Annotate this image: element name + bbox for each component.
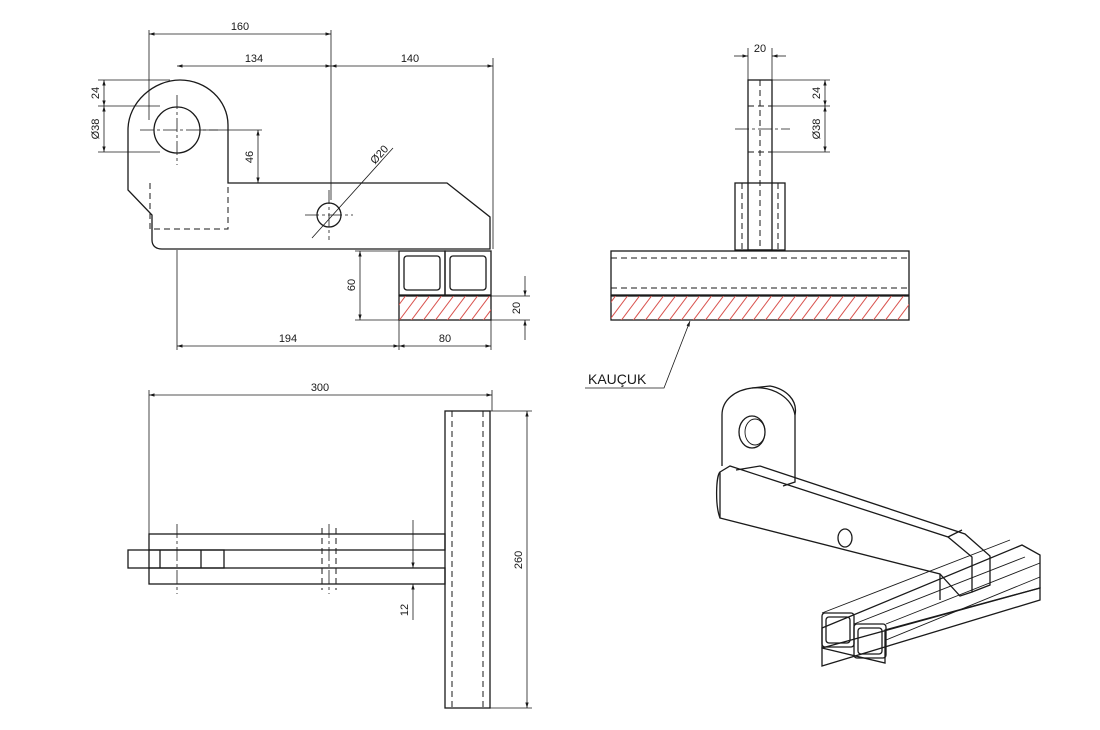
dim-diam38-side: Ø38 bbox=[811, 119, 823, 140]
tube-top bbox=[444, 410, 491, 709]
hatch-line bbox=[848, 296, 869, 320]
hatch-line bbox=[884, 296, 905, 320]
dim-diam38-left: Ø38 bbox=[90, 119, 102, 140]
dim-300: 300 bbox=[311, 382, 329, 394]
dim-194: 194 bbox=[279, 333, 297, 345]
hatch-line bbox=[800, 296, 821, 320]
hatch-line bbox=[926, 290, 956, 330]
hatch-line bbox=[692, 296, 713, 320]
dim-20-rubber: 20 bbox=[511, 302, 523, 314]
tube-left bbox=[398, 250, 446, 296]
dim-80: 80 bbox=[439, 333, 451, 345]
hatch-line bbox=[611, 296, 617, 303]
hatch-line bbox=[836, 296, 857, 320]
dim-24-left: 24 bbox=[90, 87, 102, 99]
tube-right bbox=[444, 250, 492, 296]
rubber-pad-front bbox=[398, 295, 492, 321]
dim-46: 46 bbox=[244, 151, 256, 163]
hatch-line bbox=[632, 296, 653, 320]
tube-side bbox=[610, 250, 910, 296]
hatch-line bbox=[872, 296, 893, 320]
dim-60: 60 bbox=[346, 279, 358, 291]
hatch-line bbox=[824, 296, 845, 320]
hatch-line bbox=[752, 296, 773, 320]
hatch-line bbox=[896, 303, 909, 320]
dim-24-side: 24 bbox=[811, 87, 823, 99]
dim-160: 160 bbox=[231, 21, 249, 33]
hatch-line bbox=[860, 296, 881, 320]
hatch-line bbox=[620, 296, 641, 320]
hatch-line bbox=[728, 296, 749, 320]
isometric-view bbox=[715, 385, 1041, 667]
hatch-line bbox=[740, 296, 761, 320]
hatch-line bbox=[680, 296, 701, 320]
dim-140: 140 bbox=[401, 53, 419, 65]
dim-diam20-hole: Ø20 bbox=[368, 143, 391, 166]
hatch-line bbox=[764, 296, 785, 320]
dim-134: 134 bbox=[245, 53, 263, 65]
front-view: 160 134 140 24 Ø38 46 Ø20 60 20 194 80 bbox=[90, 21, 530, 350]
hatch-line bbox=[812, 296, 833, 320]
hatch-line bbox=[644, 296, 665, 320]
hatch-line bbox=[668, 296, 689, 320]
hatch-line bbox=[611, 296, 629, 319]
dim-12: 12 bbox=[399, 604, 411, 616]
dim-260: 260 bbox=[513, 551, 525, 569]
hatch-line bbox=[788, 296, 809, 320]
rubber-label: KAUÇUK bbox=[588, 371, 647, 387]
hatch-line bbox=[776, 296, 797, 320]
hatch-line bbox=[716, 296, 737, 320]
pin bbox=[127, 549, 225, 569]
hatch-line bbox=[914, 290, 944, 330]
top-view: 300 260 12 bbox=[127, 382, 532, 709]
hatch-line bbox=[656, 296, 677, 320]
dim-20-side: 20 bbox=[754, 43, 766, 55]
bracket-outline bbox=[127, 79, 491, 250]
hatch-line bbox=[704, 296, 725, 320]
side-view: KAUÇUK 20 24 Ø38 bbox=[585, 43, 956, 389]
arm-top bbox=[148, 533, 446, 551]
arm-bottom bbox=[148, 567, 446, 585]
